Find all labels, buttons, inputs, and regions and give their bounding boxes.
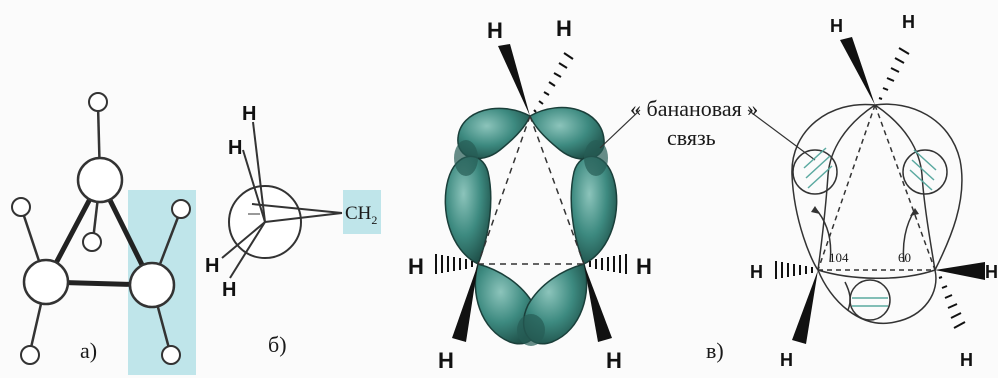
angle-label-60: 60 bbox=[898, 250, 911, 265]
angle-arrow-60 bbox=[910, 208, 919, 216]
bent-hydrogens: H H H H H H bbox=[750, 12, 998, 370]
bent-top-right-hash bbox=[878, 47, 910, 100]
panel-a-h-atoms bbox=[11, 92, 191, 365]
panel-a-ball-stick-model: а) bbox=[11, 92, 196, 375]
bent-bond-circle-left bbox=[792, 149, 838, 195]
orbital-h-left: H bbox=[408, 254, 424, 279]
panel-a-c-atoms bbox=[22, 156, 176, 309]
bent-right-wedge bbox=[935, 262, 985, 280]
bent-bond-hatch-marks bbox=[803, 147, 937, 307]
orbital-hydrogens: H H H H H H bbox=[408, 16, 652, 373]
orbital-top-wedge bbox=[498, 44, 530, 116]
bent-h-bottom-right: H bbox=[960, 350, 973, 370]
panel-b-bonds bbox=[221, 121, 343, 279]
angle-label-104: 104 bbox=[829, 250, 849, 265]
panel-b-hydrogens: H H H H bbox=[205, 103, 256, 301]
banana-bond-line1: « банановая » bbox=[630, 96, 758, 121]
panel-b-h3: H bbox=[205, 255, 219, 277]
bent-bond-dashed-triangle bbox=[817, 104, 936, 271]
orbital-overlaps bbox=[454, 140, 608, 346]
orbital-left-hash bbox=[435, 254, 473, 274]
angle-arc-bottom bbox=[844, 281, 851, 311]
banana-pointer-left bbox=[599, 109, 641, 149]
bent-bottom-right-hash bbox=[938, 276, 966, 329]
orbital-h-top-left: H bbox=[487, 18, 503, 43]
orbital-h-bottom-left: H bbox=[438, 348, 454, 373]
orbital-bottom-left-wedge bbox=[452, 264, 478, 342]
bent-bond-outer-curve bbox=[791, 103, 963, 325]
panel-b-h2: H bbox=[228, 137, 242, 159]
bent-h-left: H bbox=[750, 262, 763, 282]
panel-v-orbital-model: H H H H H H bbox=[408, 16, 652, 373]
orbital-h-right: H bbox=[636, 254, 652, 279]
orbital-h-top-right: H bbox=[556, 16, 572, 41]
banana-bond-line2: связь bbox=[667, 125, 716, 150]
panel-b-highlight bbox=[343, 190, 381, 234]
panel-b-h1: H bbox=[242, 103, 256, 125]
panel-v-bent-bond-diagram bbox=[791, 103, 963, 325]
panel-b-h4: H bbox=[222, 279, 236, 301]
bent-h-bottom-left: H bbox=[780, 350, 793, 370]
orbital-dashed-triangle bbox=[477, 115, 585, 265]
orbital-right-hash bbox=[589, 254, 627, 274]
panel-b-label: б) bbox=[268, 332, 287, 357]
bent-h-right: H bbox=[985, 262, 998, 282]
angle-arrow-104 bbox=[811, 206, 820, 214]
panel-v-label: в) bbox=[706, 338, 724, 363]
bent-h-top-right: H bbox=[902, 12, 915, 32]
bent-h-top-left: H bbox=[830, 16, 843, 36]
orbital-bottom-right-wedge bbox=[584, 264, 612, 342]
panel-b-ch2-label: CH2 bbox=[345, 203, 377, 227]
orbital-h-bottom-right: H bbox=[606, 348, 622, 373]
panel-a-label: а) bbox=[80, 338, 97, 363]
panel-b-newman-projection: H H H H CH2 б) bbox=[205, 103, 381, 357]
bent-bond-circle-bottom bbox=[849, 279, 891, 321]
banana-pointer-right bbox=[747, 109, 816, 161]
bent-top-left-wedge bbox=[840, 37, 875, 105]
bent-angle-labels: 104 60 bbox=[829, 250, 911, 265]
bent-bond-circle-right bbox=[902, 149, 948, 195]
banana-bond-annotation: « банановая » связь bbox=[599, 96, 816, 161]
orbital-top-hash bbox=[533, 52, 574, 113]
bent-bond-inner-curve bbox=[817, 104, 936, 279]
bent-bottom-left-wedge bbox=[792, 270, 818, 344]
bent-left-hash bbox=[775, 261, 813, 279]
